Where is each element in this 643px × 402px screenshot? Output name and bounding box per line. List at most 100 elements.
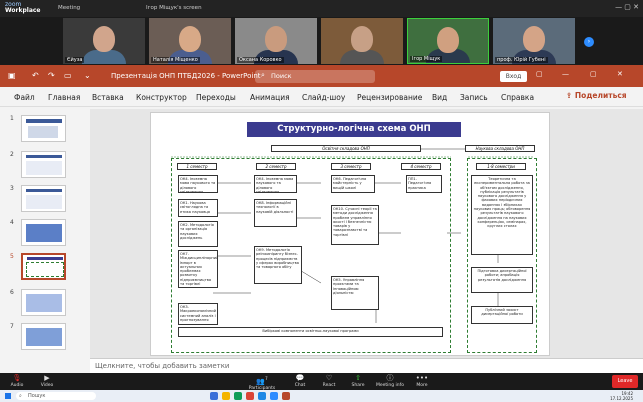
- participant-name: Оксана Коровко: [237, 57, 284, 63]
- participant-tile[interactable]: Оксана Коровко: [235, 18, 317, 64]
- participant-tile[interactable]: Наталія Міщенко: [149, 18, 231, 64]
- slide-number: 1: [10, 115, 14, 122]
- semester-1: 1 семестр: [177, 163, 217, 170]
- ppt-title-bar: ▣ ↶ ↷ ▭ ⌄ Презентація ОНП ПТБД2026 - Pow…: [0, 65, 643, 87]
- file-title: Презентація ОНП ПТБД2026 - PowerPoint: [111, 72, 261, 80]
- tab-insert[interactable]: Вставка: [92, 93, 124, 102]
- ribbon-display-icon[interactable]: ▢: [536, 70, 543, 78]
- more-icon: •••: [415, 374, 429, 382]
- undo-icon[interactable]: ↶: [32, 71, 39, 80]
- close-icon[interactable]: ✕: [617, 70, 623, 78]
- redo-icon[interactable]: ↷: [48, 71, 55, 80]
- participant-tile[interactable]: Єйуза: [63, 18, 145, 64]
- video-button[interactable]: ▶Video: [30, 374, 64, 388]
- box-ok4-sem1: ОК4. Іноземна мова наукового та ділового…: [178, 175, 218, 193]
- chat-label: Chat: [294, 383, 306, 388]
- search-input[interactable]: Поиск: [255, 70, 375, 83]
- autosave-icon[interactable]: ▣: [8, 71, 16, 80]
- participant-tile[interactable]: [321, 18, 403, 64]
- participant-tile[interactable]: проф. Юрій Губені: [493, 18, 575, 64]
- taskbar-app-icon[interactable]: [210, 392, 218, 400]
- more-label: More: [416, 383, 428, 388]
- window-controls[interactable]: — ▢ ✕: [615, 3, 639, 11]
- react-label: React: [322, 383, 336, 388]
- slide-thumbnail-selected[interactable]: [21, 253, 66, 280]
- tab-review[interactable]: Рецензирование: [357, 93, 423, 102]
- slide-thumbnail[interactable]: [21, 115, 66, 142]
- react-button[interactable]: ♡React: [312, 374, 346, 388]
- tab-meeting[interactable]: Meeting: [58, 5, 81, 11]
- slide-number: 4: [10, 219, 14, 226]
- start-slideshow-icon[interactable]: ▭: [64, 71, 72, 80]
- box-sci-defense: Публічний захист дисертаційної роботи: [471, 306, 533, 324]
- slide-number: 2: [10, 151, 14, 158]
- powerpoint-window: ▣ ↶ ↷ ▭ ⌄ Презентація ОНП ПТБД2026 - Pow…: [0, 65, 643, 373]
- box-ok2: ОК2. Методологія та організація наукових…: [178, 221, 218, 247]
- maximize-icon[interactable]: ▢: [590, 70, 597, 78]
- taskbar-search[interactable]: ⌕Пошук: [16, 392, 96, 400]
- taskbar-clock[interactable]: 19:42 17.12.2025: [610, 391, 633, 401]
- zoom-app-name: zoom: [5, 1, 22, 8]
- signin-button[interactable]: Вход: [500, 71, 527, 82]
- taskbar-search-placeholder: Пошук: [28, 393, 46, 399]
- taskbar-app-icon[interactable]: [234, 392, 242, 400]
- band-educational: Освітня складова ОНП: [271, 145, 421, 152]
- clock-time: 19:42: [621, 391, 633, 396]
- share-icon: ⇪: [566, 91, 575, 100]
- participant-name: проф. Юрій Губені: [495, 57, 548, 63]
- participants-icon: 👥7: [256, 376, 268, 386]
- tab-help[interactable]: Справка: [501, 93, 535, 102]
- current-slide[interactable]: Структурно-логічна схема ОНП Освітня скл…: [150, 112, 550, 356]
- share-button[interactable]: ⇪ Поделиться: [566, 91, 627, 100]
- tab-transitions[interactable]: Переходы: [196, 93, 236, 102]
- audio-label: Audio: [10, 383, 24, 388]
- share-screen-label: Share: [351, 383, 365, 388]
- clock-date: 17.12.2025: [610, 396, 633, 401]
- semester-1-8: 1-8 семестри: [476, 163, 526, 170]
- tab-design[interactable]: Конструктор: [136, 93, 187, 102]
- tab-home[interactable]: Главная: [48, 93, 81, 102]
- notes-pane[interactable]: Щелкните, чтобы добавить заметки: [90, 358, 643, 373]
- participant-tile-speaking[interactable]: Ігор Міщук: [407, 18, 489, 64]
- participants-label: Participants: [248, 386, 276, 392]
- tab-screen-share[interactable]: Ігор Міщук's screen: [146, 5, 202, 11]
- tab-file[interactable]: Файл: [14, 93, 35, 102]
- chat-button[interactable]: 💬Chat: [283, 374, 317, 388]
- share-screen-button[interactable]: ⇧Share: [341, 374, 375, 388]
- tab-slideshow[interactable]: Слайд-шоу: [302, 93, 346, 102]
- audio-button[interactable]: 🎙Audio: [0, 374, 34, 388]
- windows-start-icon[interactable]: [5, 393, 11, 399]
- slide-thumbnail[interactable]: [21, 219, 66, 246]
- box-ok8: ОК8. Інформаційні технології в науковій …: [254, 199, 297, 227]
- slide-thumbnail[interactable]: [21, 151, 66, 178]
- customize-qa-icon[interactable]: ⌄: [84, 71, 91, 80]
- taskbar-explorer-icon[interactable]: [222, 392, 230, 400]
- slide-title: Структурно-логічна схема ОНП: [247, 122, 461, 137]
- taskbar-chrome-icon[interactable]: [246, 392, 254, 400]
- video-icon: ▶: [44, 374, 50, 382]
- slide-number: 3: [10, 185, 14, 192]
- leave-button[interactable]: Leave: [612, 375, 638, 388]
- zoom-logo: zoom Workplace: [5, 2, 41, 14]
- slide-canvas[interactable]: Структурно-логічна схема ОНП Освітня скл…: [90, 109, 643, 358]
- participant-name: Наталія Міщенко: [151, 57, 200, 63]
- box-ok6: ОК6. Педагогічна майстерність у вищій шк…: [331, 175, 375, 193]
- taskbar-powerpoint-icon[interactable]: [282, 392, 290, 400]
- more-button[interactable]: •••More: [405, 374, 439, 388]
- tab-view[interactable]: Вид: [432, 93, 448, 102]
- slide-thumbnail[interactable]: [21, 323, 66, 350]
- slide-thumbnail[interactable]: [21, 185, 66, 212]
- react-icon: ♡: [325, 374, 333, 382]
- minimize-icon[interactable]: —: [562, 70, 569, 78]
- taskbar-word-icon[interactable]: [258, 392, 266, 400]
- next-participants-icon[interactable]: ›: [584, 37, 594, 47]
- tab-animations[interactable]: Анимация: [250, 93, 290, 102]
- taskbar-zoom-icon[interactable]: [270, 392, 278, 400]
- meeting-info-label: Meeting info: [375, 383, 404, 388]
- tab-record[interactable]: Запись: [460, 93, 488, 102]
- box-ok7: ОК7. Міждисциплінарний імпорт в актуальн…: [178, 250, 218, 288]
- slide-thumbnail[interactable]: [21, 289, 66, 316]
